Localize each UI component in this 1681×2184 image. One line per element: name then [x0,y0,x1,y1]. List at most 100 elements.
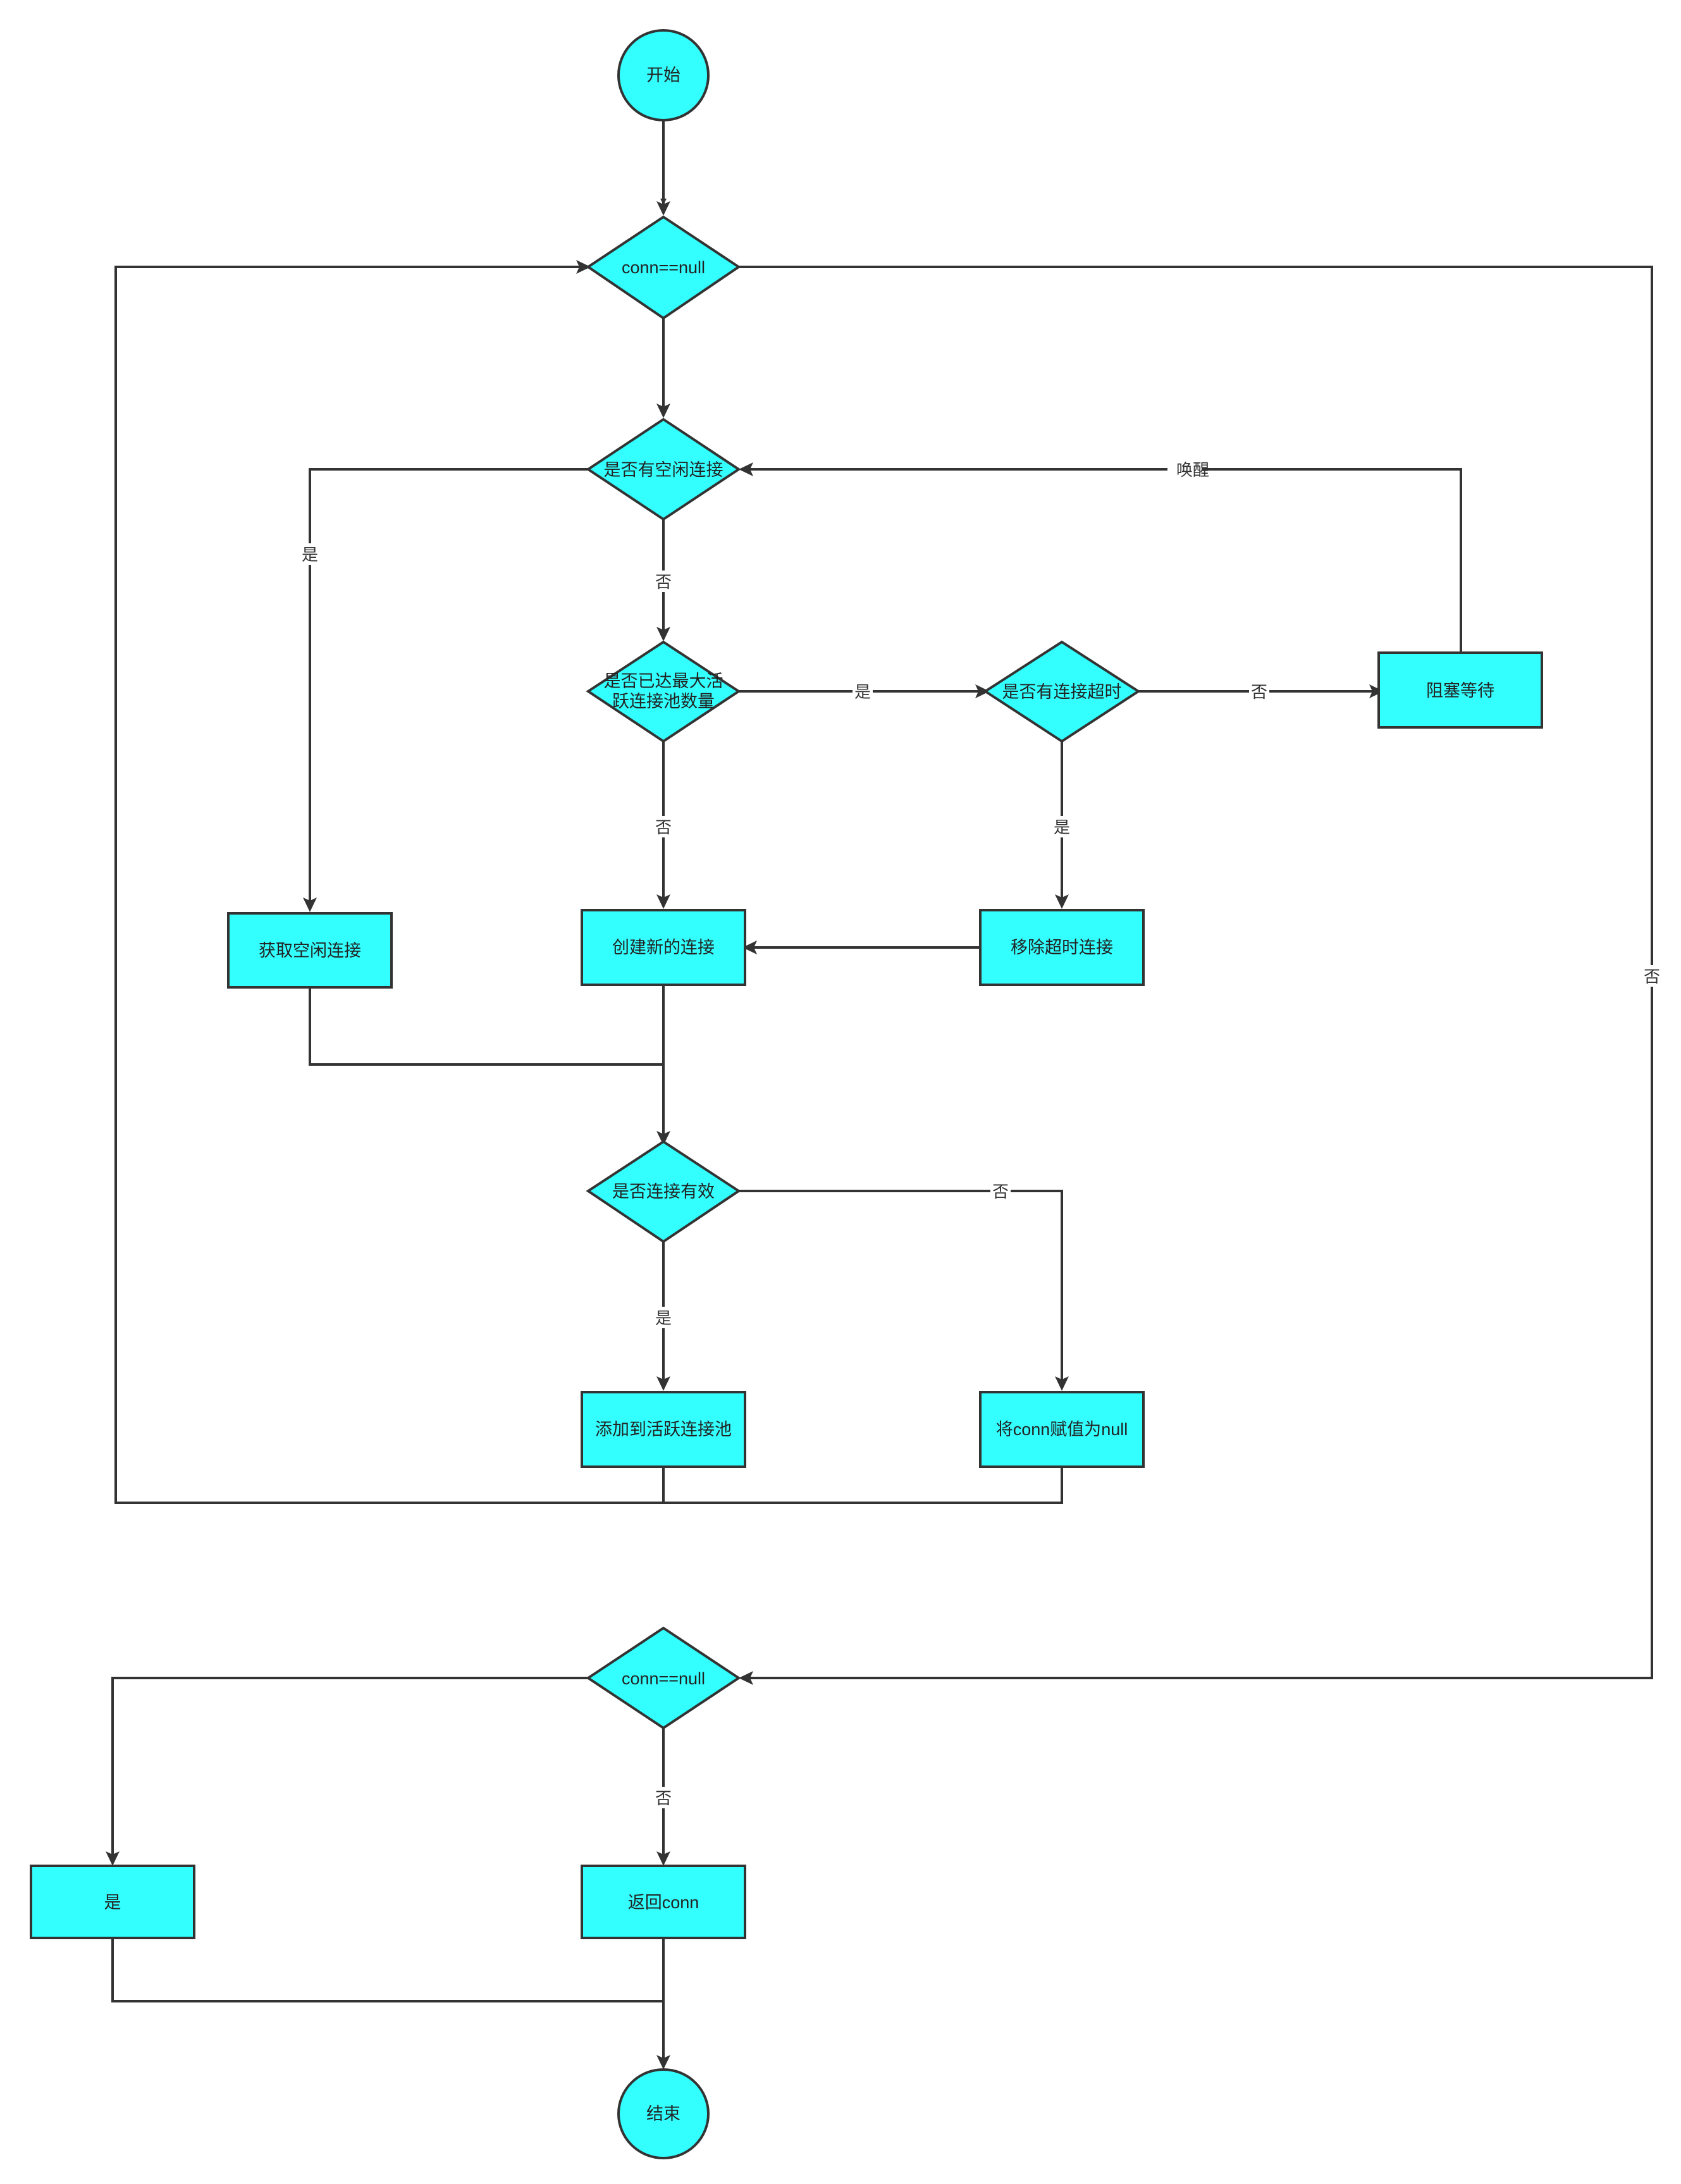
arrowhead [656,627,670,641]
node-conn-null-1: conn==null [586,215,741,320]
block-wait-label: 阻塞等待 [1426,681,1494,700]
arrowhead [1055,894,1069,909]
edge-label-bg [653,1307,674,1328]
edge-label-conn2-no: 否 [655,1789,672,1808]
arrowhead [576,260,591,274]
conn-null-1-label: conn==null [622,258,705,277]
edge-label-bg [300,543,320,565]
node-conn-valid: 是否连接有效 [586,1140,741,1243]
edge-label-timeout-yes: 是 [1054,818,1070,837]
set-null-label: 将conn赋值为null [996,1420,1128,1439]
node-start: 开始 [617,29,710,121]
yes-box-label: 是 [104,1893,121,1912]
process-box [979,1391,1145,1468]
arrowhead [656,1376,670,1391]
node-add-active: 添加到活跃连接池 [581,1391,746,1468]
max-active-label-line-2: 跃连接池数量 [612,692,715,711]
edge-label-max-yes: 是 [854,682,871,701]
decision-diamond [586,417,741,521]
edge-label-bg [653,1787,674,1808]
return-conn-label: 返回conn [628,1893,699,1912]
decision-diamond [983,640,1141,743]
edge-label-bg [1642,965,1662,987]
remove-timeout-label: 移除超时连接 [1011,938,1113,957]
edge-label-bg [990,1180,1011,1202]
edge-label-bg [1167,459,1202,480]
arrowhead [656,2055,670,2070]
conn-valid-label: 是否连接有效 [612,1182,715,1201]
process-box [581,1865,746,1939]
edge-label-conn1-no: 否 [1644,967,1660,986]
arrowhead [656,1131,670,1145]
edge-label-bg [1249,681,1269,702]
arrowhead [656,201,670,216]
arrowhead [303,898,317,912]
node-remove-timeout: 移除超时连接 [979,909,1145,986]
node-yes-box: 是 [30,1865,195,1939]
start-circle [617,29,710,121]
node-conn-timeout: 是否有连接超时 [983,640,1141,743]
get-idle-label: 获取空闲连接 [259,941,361,960]
create-new-label: 创建新的连接 [612,938,715,957]
arrowhead [975,684,990,698]
edges [111,120,1653,2058]
decision-diamond [586,1140,741,1243]
arrowhead [656,404,670,418]
edge-label-bg [853,681,873,702]
edge-label-valid-yes: 是 [655,1309,672,1328]
arrowhead [106,1851,120,1866]
arrowhead [742,941,757,954]
end-circle [617,2068,710,2159]
process-box [1377,651,1543,729]
edge-label-bg [653,816,674,837]
edge-label-max-no: 否 [655,818,672,837]
edge-get-idle-merge [309,987,663,1066]
edge-label-wake: 唤醒 [1176,460,1209,479]
conn-timeout-label: 是否有连接超时 [1002,682,1122,701]
conn-null-2-label: conn==null [622,1669,705,1688]
max-active-label-line-1: 是否已达最大活 [604,672,724,691]
decision-diamond [586,1626,741,1730]
start-label: 开始 [646,66,680,85]
edge-label-bg [1052,816,1072,837]
arrowhead [1369,684,1384,698]
edge-has-idle-yes [309,468,588,901]
edge-loop-back [114,266,1063,1504]
node-return-conn: 返回conn [581,1865,746,1939]
process-box [227,912,393,989]
end-label: 结束 [646,2104,680,2123]
node-block-wait: 阻塞等待 [1377,651,1543,729]
node-create-new: 创建新的连接 [581,909,746,986]
edge-block-wake [750,468,1462,653]
edge-label-timeout-no: 否 [1251,682,1267,701]
edge-label-valid-no: 否 [992,1182,1009,1201]
arrowheads [106,201,1384,2070]
node-conn-null-2: conn==null [586,1626,741,1730]
arrowhead [656,894,670,909]
node-end: 结束 [617,2068,710,2159]
process-box [30,1865,195,1939]
process-box [581,1391,746,1468]
arrowhead [739,1671,753,1685]
edge-labels: 唤醒 是 否 是 否 否 是 否 是 否 否 [300,459,1662,1808]
add-active-label: 添加到活跃连接池 [595,1420,732,1439]
process-box [581,909,746,986]
decision-diamond [586,215,741,320]
edge-label-idle-no: 否 [655,572,672,591]
node-set-null: 将conn赋值为null [979,1391,1145,1468]
node-max-active: 是否已达最大活 跃连接池数量 [586,640,741,743]
edge-valid-no [739,1190,1063,1379]
arrowhead [656,1851,670,1866]
arrowhead [739,462,753,476]
edge-label-idle-yes: 是 [302,545,318,564]
has-idle-label: 是否有空闲连接 [604,460,724,479]
decision-diamond [586,640,741,743]
nodes: 开始 conn==null 是否有空闲连接 是否已达最大活 跃连接池数量 是否有… [30,29,1543,2159]
edge-conn-null-2-yes [111,1677,588,1854]
edge-label-bg [653,571,674,592]
node-get-idle: 获取空闲连接 [227,912,393,989]
node-has-idle: 是否有空闲连接 [586,417,741,521]
arrowhead [1055,1376,1069,1391]
edge-yes-to-end [111,1938,663,2002]
